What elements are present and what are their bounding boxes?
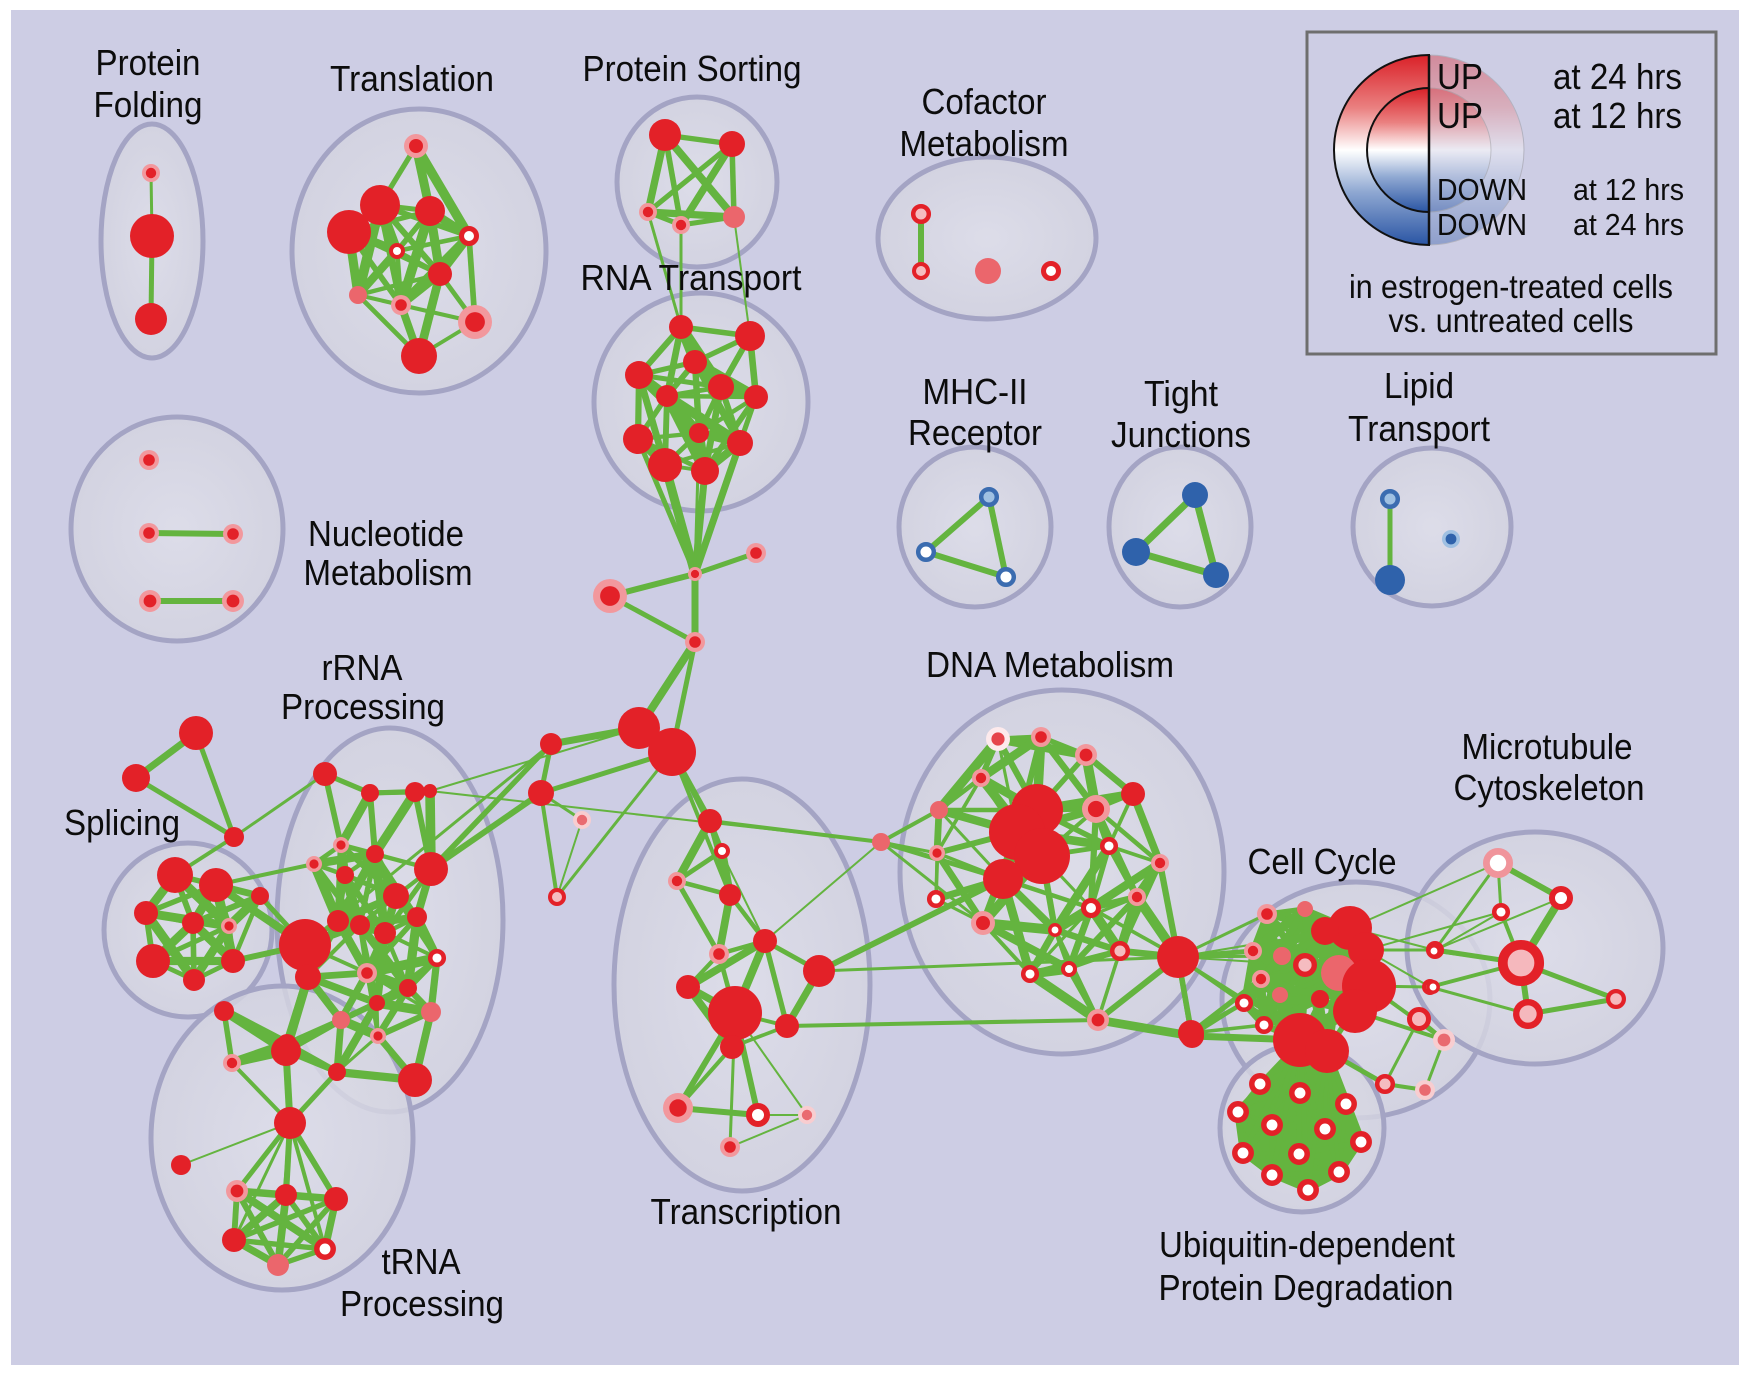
svg-text:Protein Sorting: Protein Sorting [583,48,802,89]
svg-text:in estrogen-treated cells: in estrogen-treated cells [1349,268,1673,305]
svg-text:Transport: Transport [1348,408,1490,449]
svg-text:MHC-II: MHC-II [923,371,1028,412]
svg-text:Receptor: Receptor [908,412,1042,453]
svg-text:DNA Metabolism: DNA Metabolism [926,644,1174,685]
svg-text:Splicing: Splicing [64,802,180,843]
svg-text:Tight: Tight [1144,373,1218,414]
svg-text:Protein Degradation: Protein Degradation [1159,1267,1454,1308]
svg-text:Microtubule: Microtubule [1462,726,1633,767]
svg-text:Folding: Folding [94,84,203,125]
svg-text:tRNA: tRNA [382,1241,461,1282]
svg-text:at 12 hrs: at 12 hrs [1553,95,1682,136]
svg-text:at 12 hrs: at 12 hrs [1573,172,1684,207]
svg-text:RNA Transport: RNA Transport [581,257,802,298]
svg-text:rRNA: rRNA [322,647,403,688]
svg-text:Processing: Processing [281,686,445,727]
svg-text:Cofactor: Cofactor [922,81,1047,122]
svg-text:Cell Cycle: Cell Cycle [1248,841,1397,882]
svg-text:UP: UP [1437,56,1483,97]
svg-text:Metabolism: Metabolism [304,552,473,593]
svg-text:vs. untreated cells: vs. untreated cells [1389,302,1634,339]
svg-text:UP: UP [1437,95,1483,136]
svg-text:Cytoskeleton: Cytoskeleton [1454,767,1645,808]
svg-text:Processing: Processing [340,1283,504,1324]
svg-text:at 24 hrs: at 24 hrs [1573,207,1684,242]
svg-text:Ubiquitin-dependent: Ubiquitin-dependent [1159,1224,1455,1265]
svg-text:Junctions: Junctions [1111,414,1251,455]
svg-text:Lipid: Lipid [1384,365,1454,406]
svg-text:DOWN: DOWN [1437,172,1527,207]
svg-text:Nucleotide: Nucleotide [308,513,464,554]
svg-text:at 24 hrs: at 24 hrs [1553,56,1682,97]
svg-text:Transcription: Transcription [651,1191,842,1232]
svg-text:DOWN: DOWN [1437,207,1527,242]
svg-text:Protein: Protein [96,42,201,83]
svg-text:Translation: Translation [330,58,494,99]
svg-text:Metabolism: Metabolism [900,123,1069,164]
